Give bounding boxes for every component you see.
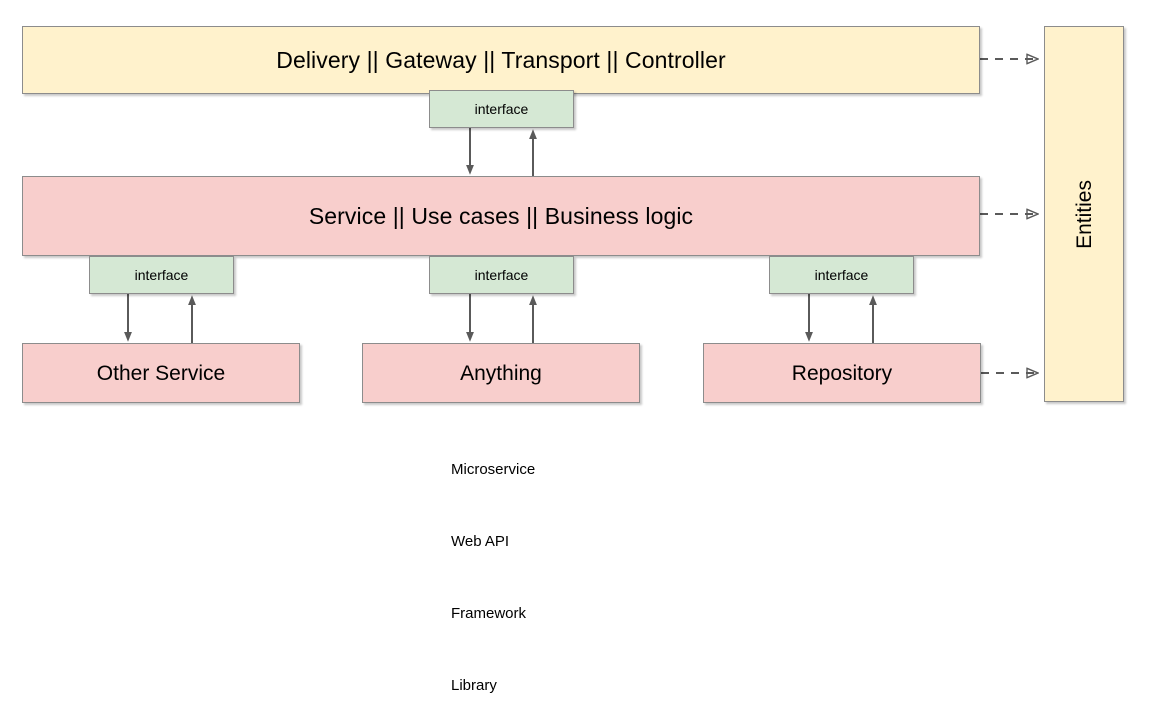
interface-delivery-to-service[interactable]: interface bbox=[429, 90, 574, 128]
node-entities-label: Entities bbox=[1072, 179, 1096, 249]
node-anything[interactable]: Anything bbox=[362, 343, 640, 403]
node-repository-label: Repository bbox=[791, 361, 893, 385]
layer-delivery-label: Delivery || Gateway || Transport || Cont… bbox=[276, 46, 726, 73]
layer-delivery-gateway-transport-controller[interactable]: Delivery || Gateway || Transport || Cont… bbox=[22, 26, 980, 94]
interface-service-to-repository[interactable]: interface bbox=[769, 256, 914, 294]
interface-label: interface bbox=[814, 267, 869, 283]
anything-examples-list: Microservice Web API Framework Library bbox=[451, 410, 535, 722]
interface-label: interface bbox=[474, 101, 529, 117]
interface-service-to-other-service[interactable]: interface bbox=[89, 256, 234, 294]
interface-service-to-anything[interactable]: interface bbox=[429, 256, 574, 294]
layer-service-usecases-business-logic[interactable]: Service || Use cases || Business logic bbox=[22, 176, 980, 256]
node-anything-label: Anything bbox=[460, 361, 542, 385]
node-repository[interactable]: Repository bbox=[703, 343, 981, 403]
list-item: Web API bbox=[451, 533, 510, 550]
list-item: Framework bbox=[451, 605, 527, 622]
node-other-service-label: Other Service bbox=[96, 361, 226, 385]
list-item: Microservice bbox=[451, 461, 536, 478]
interface-label: interface bbox=[474, 267, 529, 283]
node-entities[interactable]: Entities bbox=[1044, 26, 1124, 402]
list-item: Library bbox=[451, 677, 497, 694]
node-other-service[interactable]: Other Service bbox=[22, 343, 300, 403]
interface-label: interface bbox=[134, 267, 189, 283]
connector-layer bbox=[124, 0, 1154, 520]
layer-service-label: Service || Use cases || Business logic bbox=[308, 202, 694, 229]
